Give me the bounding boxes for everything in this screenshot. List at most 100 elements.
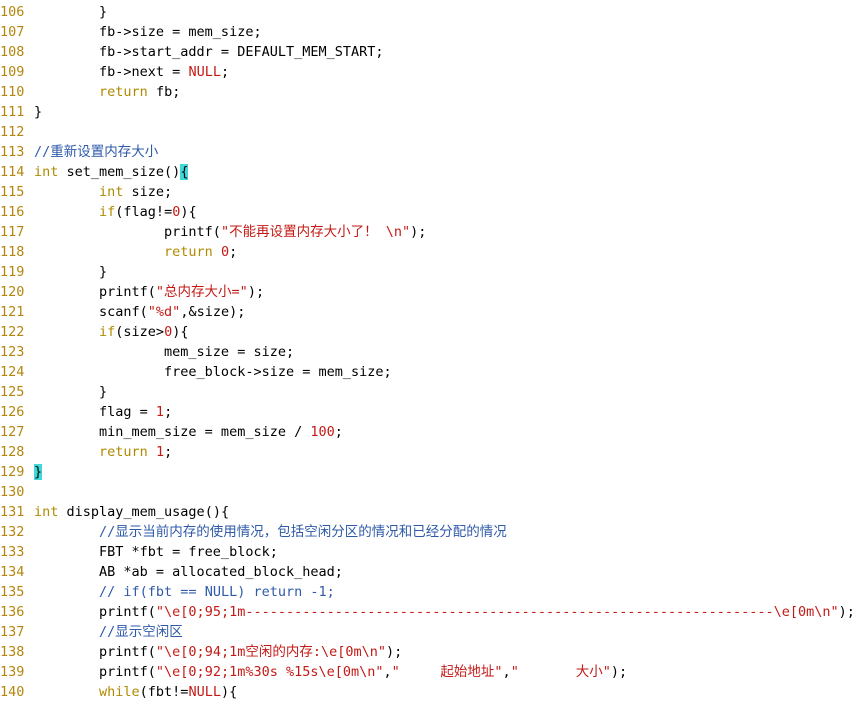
- code-line[interactable]: 125 }: [0, 382, 107, 402]
- code-line[interactable]: 128 return 1;: [0, 442, 172, 462]
- code-line[interactable]: 140 while(fbt!=NULL){: [0, 682, 237, 702]
- code-line[interactable]: 120 printf("总内存大小=");: [0, 282, 264, 302]
- code-token: NULL: [188, 684, 221, 700]
- code-token: //显示当前内存的使用情况，包括空闲分区的情况和已经分配的情况: [99, 524, 507, 540]
- code-text[interactable]: free_block->size = mem_size;: [34, 362, 392, 382]
- bracket-match-highlight: {: [180, 164, 189, 180]
- code-token: scanf(: [34, 304, 148, 320]
- code-text[interactable]: flag = 1;: [34, 402, 172, 422]
- code-text[interactable]: return fb;: [34, 82, 180, 102]
- code-line[interactable]: 106 }: [0, 2, 107, 22]
- code-line[interactable]: 121 scanf("%d",&size);: [0, 302, 245, 322]
- code-line[interactable]: 115 int size;: [0, 182, 172, 202]
- line-number: 117: [0, 224, 25, 240]
- code-text[interactable]: }: [34, 462, 43, 482]
- code-text[interactable]: // if(fbt == NULL) return -1;: [34, 582, 335, 602]
- code-text[interactable]: //显示空闲区: [34, 622, 183, 642]
- code-line[interactable]: 127 min_mem_size = mem_size / 100;: [0, 422, 343, 442]
- code-text[interactable]: int size;: [34, 182, 172, 202]
- code-text[interactable]: printf("\e[0;95;1m----------------------…: [34, 602, 855, 622]
- line-number: 108: [0, 44, 25, 60]
- code-text[interactable]: printf("\e[0;92;1m%30s %15s\e[0m\n"," 起始…: [34, 662, 627, 682]
- code-text[interactable]: if(flag!=0){: [34, 202, 197, 222]
- code-line[interactable]: 119 }: [0, 262, 107, 282]
- code-text[interactable]: fb->start_addr = DEFAULT_MEM_START;: [34, 42, 383, 62]
- line-number: 136: [0, 604, 25, 620]
- code-text[interactable]: fb->next = NULL;: [34, 62, 229, 82]
- code-text[interactable]: }: [34, 382, 107, 402]
- code-token: set_mem_size(): [58, 164, 181, 180]
- code-line[interactable]: 108 fb->start_addr = DEFAULT_MEM_START;: [0, 42, 384, 62]
- code-line[interactable]: 111}: [0, 102, 42, 122]
- code-line[interactable]: 107 fb->size = mem_size;: [0, 22, 262, 42]
- line-number: 115: [0, 184, 25, 200]
- code-token: size;: [123, 184, 173, 200]
- code-line[interactable]: 110 return fb;: [0, 82, 180, 102]
- code-line[interactable]: 130: [0, 482, 34, 502]
- code-text[interactable]: return 1;: [34, 442, 172, 462]
- code-token: "不能再设置内存大小了！ \n": [220, 224, 411, 240]
- code-line[interactable]: 139 printf("\e[0;92;1m%30s %15s\e[0m\n",…: [0, 662, 627, 682]
- code-token: "总内存大小=": [155, 284, 248, 300]
- code-line[interactable]: 138 printf("\e[0;94;1m空闲的内存:\e[0m\n");: [0, 642, 402, 662]
- code-token: [34, 444, 99, 460]
- code-token: ;: [164, 444, 173, 460]
- code-token: );: [838, 604, 855, 620]
- code-token: (size>: [115, 324, 165, 340]
- code-text[interactable]: mem_size = size;: [34, 342, 294, 362]
- code-text[interactable]: scanf("%d",&size);: [34, 302, 245, 322]
- code-text[interactable]: if(size>0){: [34, 322, 188, 342]
- code-token: ){: [220, 684, 238, 700]
- code-line[interactable]: 116 if(flag!=0){: [0, 202, 197, 222]
- code-token: printf(: [34, 644, 156, 660]
- code-token: );: [410, 224, 427, 240]
- code-text[interactable]: //显示当前内存的使用情况，包括空闲分区的情况和已经分配的情况: [34, 522, 507, 542]
- code-text[interactable]: int set_mem_size(){: [34, 162, 189, 182]
- code-line[interactable]: 129}: [0, 462, 43, 482]
- code-text[interactable]: }: [34, 102, 42, 122]
- code-text[interactable]: int display_mem_usage(){: [34, 502, 229, 522]
- code-line[interactable]: 136 printf("\e[0;95;1m------------------…: [0, 602, 855, 622]
- code-text[interactable]: while(fbt!=NULL){: [34, 682, 237, 702]
- code-text[interactable]: min_mem_size = mem_size / 100;: [34, 422, 343, 442]
- code-text[interactable]: }: [34, 262, 107, 282]
- code-line[interactable]: 109 fb->next = NULL;: [0, 62, 229, 82]
- code-line[interactable]: 135 // if(fbt == NULL) return -1;: [0, 582, 335, 602]
- code-line[interactable]: 124 free_block->size = mem_size;: [0, 362, 392, 382]
- code-token: printf(: [34, 224, 221, 240]
- code-line[interactable]: 117 printf("不能再设置内存大小了！ \n");: [0, 222, 426, 242]
- code-text[interactable]: fb->size = mem_size;: [34, 22, 262, 42]
- code-text[interactable]: AB *ab = allocated_block_head;: [34, 562, 343, 582]
- code-text[interactable]: //重新设置内存大小: [34, 142, 158, 162]
- code-line[interactable]: 112: [0, 122, 34, 142]
- code-token: [213, 244, 221, 260]
- code-token: flag =: [34, 404, 156, 420]
- code-line[interactable]: 118 return 0;: [0, 242, 237, 262]
- code-token: AB *ab = allocated_block_head;: [34, 564, 343, 580]
- code-line[interactable]: 133 FBT *fbt = free_block;: [0, 542, 278, 562]
- code-line[interactable]: 113//重新设置内存大小: [0, 142, 158, 162]
- code-text[interactable]: printf("\e[0;94;1m空闲的内存:\e[0m\n");: [34, 642, 402, 662]
- line-number: 128: [0, 444, 25, 460]
- code-token: fb;: [147, 84, 181, 100]
- code-token: );: [610, 664, 628, 680]
- code-text[interactable]: return 0;: [34, 242, 237, 262]
- line-number: 106: [0, 4, 25, 20]
- code-text[interactable]: printf("总内存大小=");: [34, 282, 264, 302]
- code-token: int: [99, 184, 124, 200]
- code-line[interactable]: 134 AB *ab = allocated_block_head;: [0, 562, 343, 582]
- code-line[interactable]: 137 //显示空闲区: [0, 622, 183, 642]
- code-text[interactable]: printf("不能再设置内存大小了！ \n");: [34, 222, 426, 242]
- line-number: 138: [0, 644, 25, 660]
- code-line[interactable]: 123 mem_size = size;: [0, 342, 294, 362]
- code-text[interactable]: }: [34, 2, 107, 22]
- code-line[interactable]: 122 if(size>0){: [0, 322, 188, 342]
- code-line[interactable]: 126 flag = 1;: [0, 402, 172, 422]
- code-line[interactable]: 132 //显示当前内存的使用情况，包括空闲分区的情况和已经分配的情况: [0, 522, 507, 542]
- code-token: FBT *fbt = free_block;: [34, 544, 278, 560]
- code-text[interactable]: FBT *fbt = free_block;: [34, 542, 278, 562]
- line-number: 120: [0, 284, 25, 300]
